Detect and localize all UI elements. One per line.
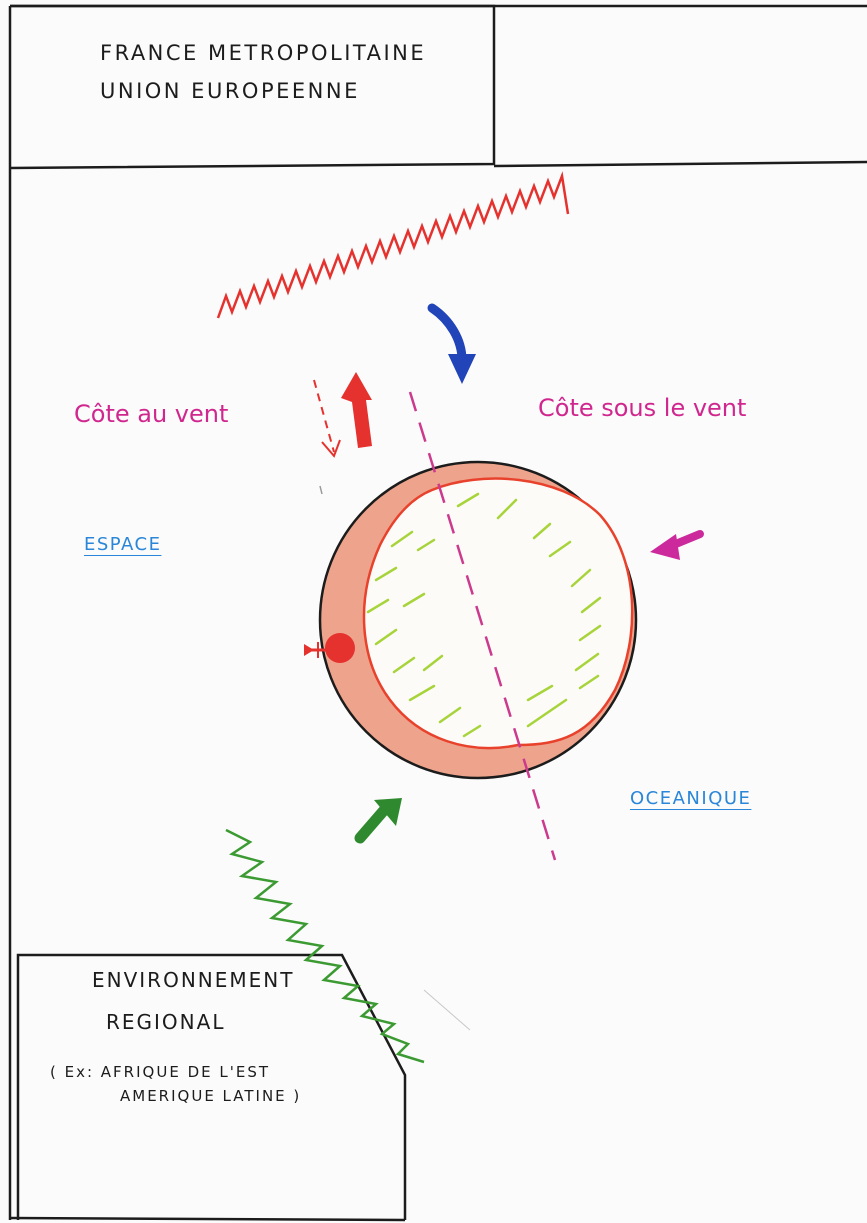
regional-title-line-2: REGIONAL xyxy=(106,1010,226,1034)
header-line-1: FRANCE METROPOLITAINE xyxy=(100,41,427,65)
regional-title-line-1: ENVIRONNEMENT xyxy=(92,968,295,992)
regional-example-line-2: AMERIQUE LATINE ) xyxy=(120,1087,302,1105)
space-label: ESPACE xyxy=(84,534,162,555)
windward-leeward-divider xyxy=(408,391,557,861)
header-box: FRANCE METROPOLITAINE UNION EUROPEENNE xyxy=(100,34,426,110)
red-zigzag-wave xyxy=(216,171,570,319)
pencil-stray-line xyxy=(423,989,471,1031)
windward-label: Côte au vent xyxy=(74,400,229,428)
red-arrow-icon xyxy=(341,372,372,448)
red-pin-icon xyxy=(304,633,355,663)
island-circle xyxy=(318,460,638,780)
frame xyxy=(8,4,867,1222)
vegetation-marks xyxy=(366,492,602,738)
leeward-label: Côte sous le vent xyxy=(538,394,747,422)
pencil-mark xyxy=(319,485,323,495)
red-dashed-arrow-icon xyxy=(313,379,341,458)
green-zigzag-wave xyxy=(225,828,425,1064)
regional-example-line-1: ( Ex: AFRIQUE DE L'EST xyxy=(50,1063,271,1081)
green-arrow-icon xyxy=(354,798,402,844)
header-line-2: UNION EUROPEENNE xyxy=(100,79,360,103)
blue-arrow-icon xyxy=(427,303,476,384)
magenta-arrow-icon xyxy=(650,530,704,560)
oceanic-label: OCEANIQUE xyxy=(630,788,752,809)
